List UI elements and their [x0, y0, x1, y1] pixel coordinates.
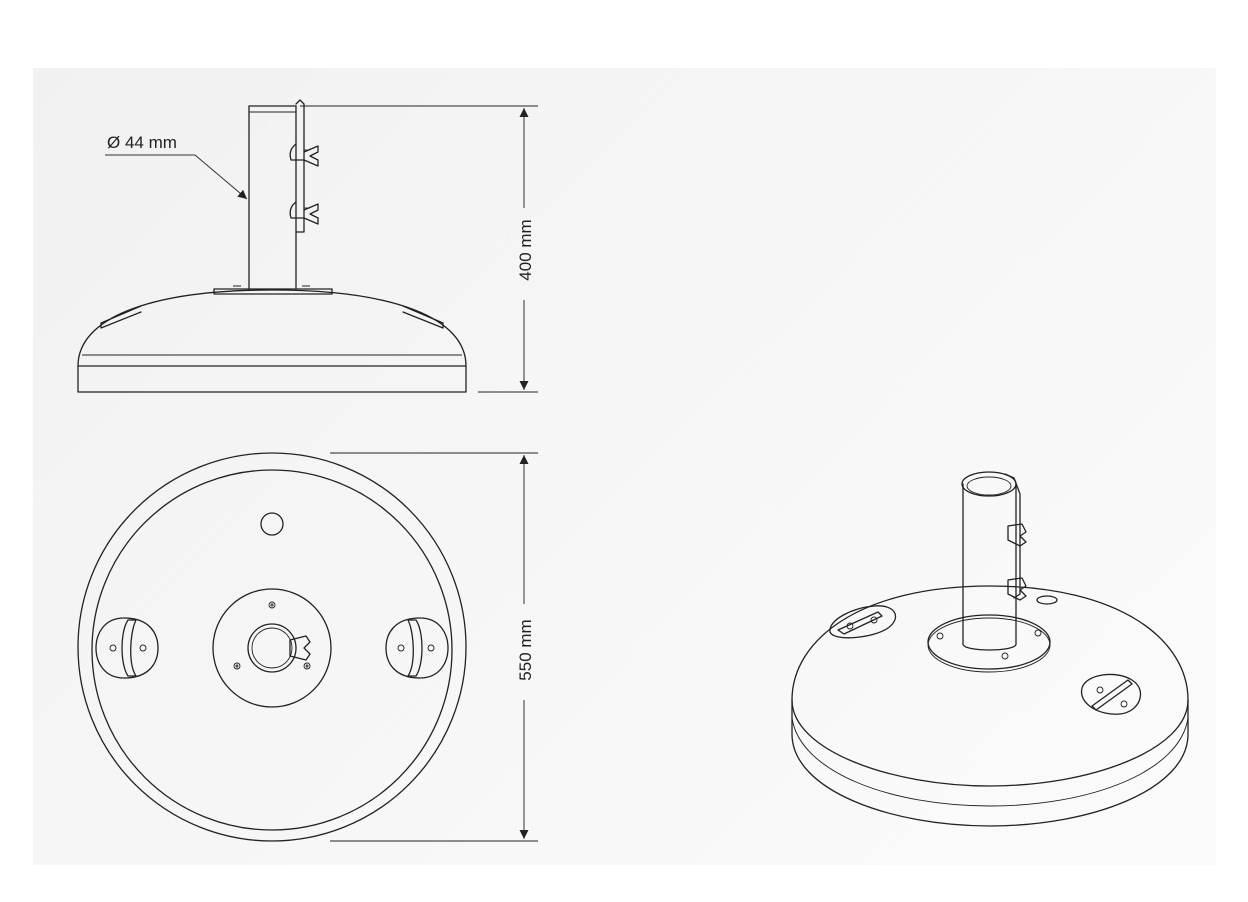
lower-wing-screw: [289, 201, 319, 225]
flange-plate: [213, 288, 333, 295]
base-lower-band: [77, 365, 467, 393]
pole-opening: [247, 623, 297, 673]
pole-body: [248, 105, 297, 290]
iso-right-handle: [1081, 673, 1142, 715]
diameter-label: 550 mm: [516, 619, 535, 680]
drawing-panel: [33, 68, 1216, 865]
iso-pole: [962, 483, 1017, 651]
pole-diameter-label: Ø 44 mm: [107, 133, 177, 152]
iso-drain-hole: [1036, 595, 1058, 605]
height-label: 400 mm: [516, 219, 535, 280]
iso-base-band: [791, 699, 1189, 827]
left-handle-top: [95, 617, 159, 679]
pole-inner: [251, 627, 293, 669]
base-dome: [77, 289, 467, 367]
base-inner-rim: [91, 469, 453, 831]
iso-base-seam: [791, 717, 1189, 807]
upper-wing-screw: [289, 143, 319, 167]
right-handle: [402, 305, 444, 329]
top-view: [77, 452, 467, 842]
height-dimension: 400 mm: [300, 105, 538, 393]
drain-hole: [260, 512, 284, 536]
perspective-view: [791, 471, 1189, 827]
iso-upper-wing-screw: [1007, 523, 1027, 547]
base-diameter-dimension: 550 mm: [330, 452, 538, 842]
clamp-strip: [295, 99, 305, 233]
iso-clamp-strip: [1004, 473, 1021, 599]
iso-lower-wing-screw: [1007, 577, 1027, 601]
iso-left-handle: [829, 605, 897, 639]
iso-dome: [791, 585, 1189, 787]
base-outer-rim: [77, 452, 467, 842]
pole-diameter-callout: Ø 44 mm: [105, 133, 248, 200]
top-clamp: [289, 635, 311, 661]
iso-flange: [927, 614, 1051, 670]
center-flange: [212, 588, 332, 708]
right-handle-top: [385, 617, 449, 679]
side-view: [77, 99, 467, 393]
left-handle: [100, 305, 142, 329]
